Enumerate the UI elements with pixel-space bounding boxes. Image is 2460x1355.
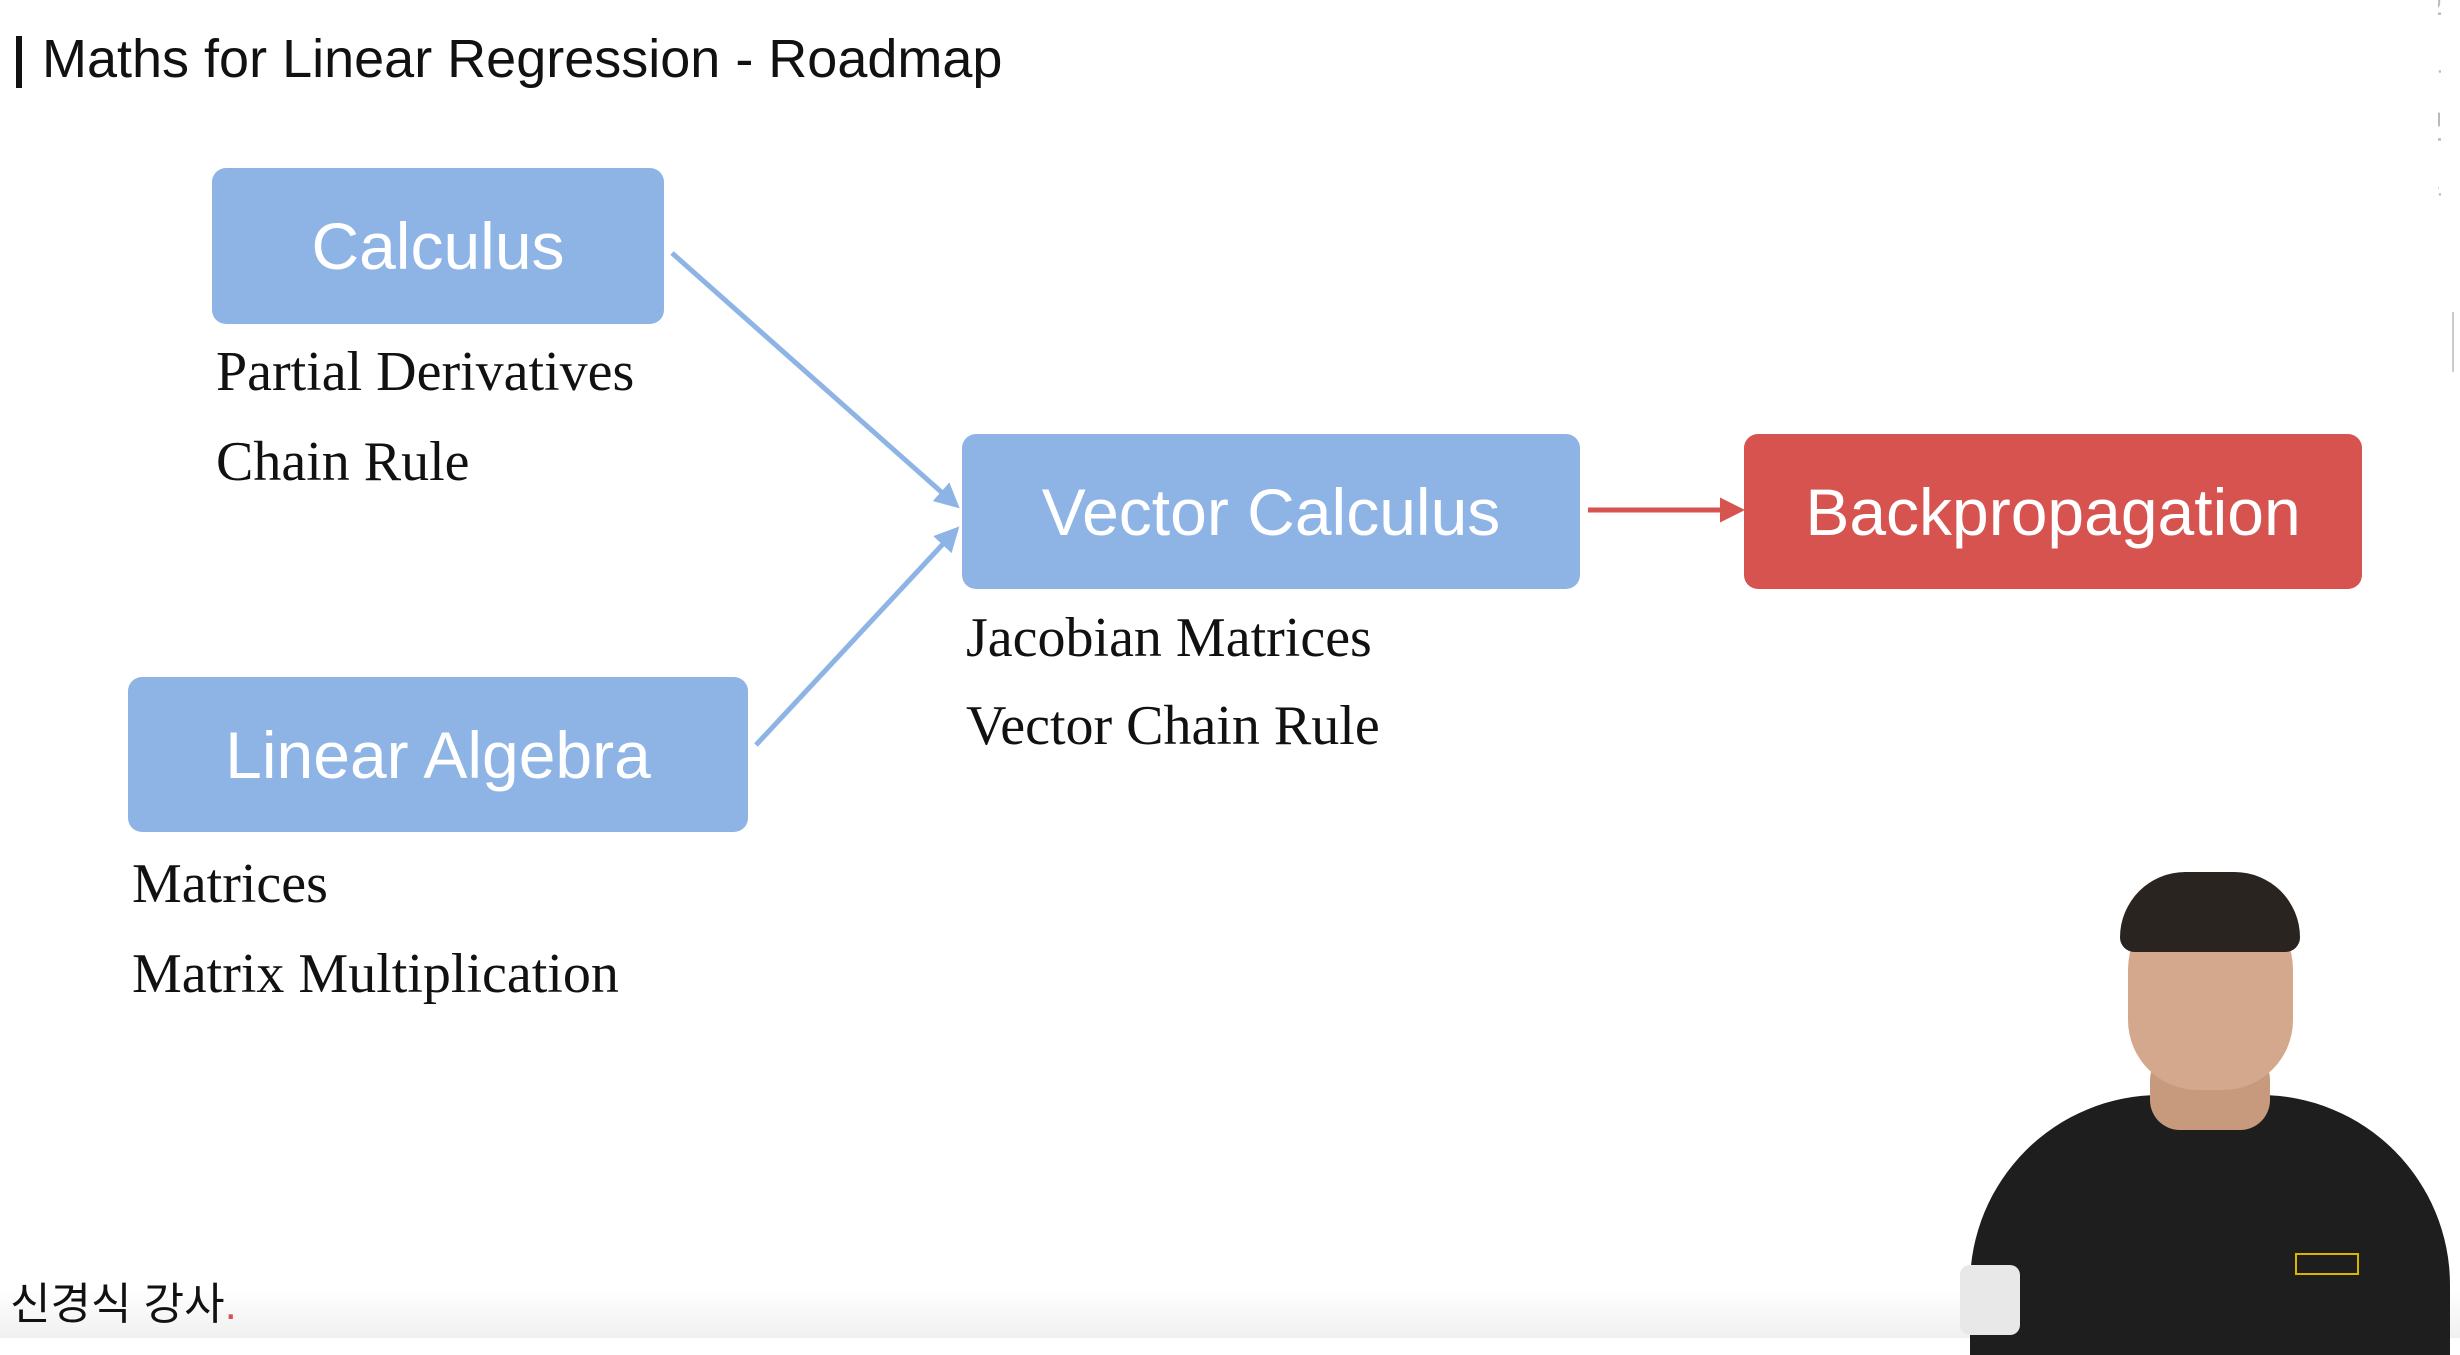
side-divider <box>2452 312 2460 372</box>
presenter-video <box>1960 870 2460 1355</box>
title-bar <box>16 36 22 88</box>
slide-title: Maths for Linear Regression - Roadmap <box>42 29 1003 89</box>
node-linear-algebra: Linear Algebra <box>128 677 748 832</box>
shirt-logo-icon <box>2295 1253 2359 1275</box>
node-backpropagation-label: Backpropagation <box>1805 474 2301 549</box>
vector-calculus-note-chain-rule: Vector Chain Rule <box>966 695 1380 757</box>
calculus-note-partial-derivatives: Partial Derivatives <box>216 341 635 403</box>
node-linear-algebra-label: Linear Algebra <box>225 717 651 792</box>
presenter-sleeve <box>1960 1265 2020 1335</box>
node-calculus: Calculus <box>212 168 664 324</box>
linear-algebra-note-matrix-multiplication: Matrix Multiplication <box>132 943 619 1005</box>
node-backpropagation: Backpropagation <box>1744 434 2362 589</box>
side-watermark: The Changing Education <box>2438 0 2460 330</box>
arrow-calculus-to-vector <box>670 251 960 509</box>
caption-dot: . <box>224 1280 237 1329</box>
lecturer-name: 신경식 강사 <box>10 1280 225 1329</box>
linear-algebra-note-matrices: Matrices <box>132 853 328 915</box>
side-watermark-text: The Changing Education <box>2438 0 2446 227</box>
presenter-torso <box>1970 1095 2450 1355</box>
node-vector-calculus-label: Vector Calculus <box>1041 474 1501 549</box>
calculus-note-chain-rule: Chain Rule <box>216 431 470 493</box>
lecturer-caption: 신경식 강사. <box>10 1268 237 1332</box>
node-vector-calculus: Vector Calculus <box>962 434 1580 589</box>
node-calculus-label: Calculus <box>311 209 565 283</box>
arrow-linear-algebra-to-vector <box>754 526 960 747</box>
presenter-hair <box>2120 872 2300 952</box>
vector-calculus-note-jacobian: Jacobian Matrices <box>966 607 1372 669</box>
